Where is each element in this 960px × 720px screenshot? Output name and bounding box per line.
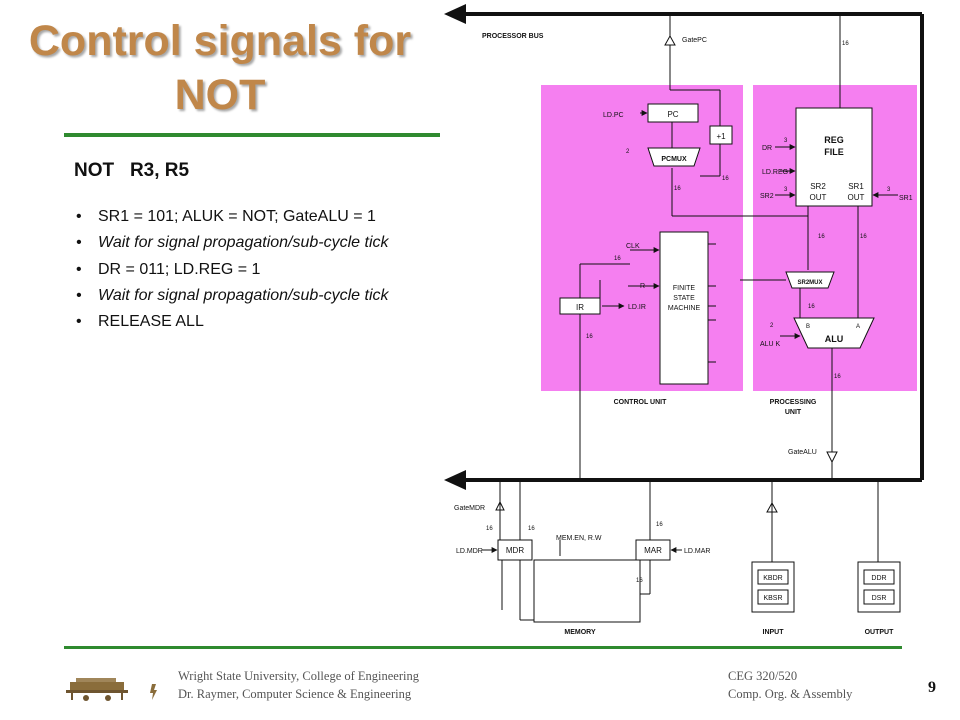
control-step-5: RELEASE ALL [76,309,389,336]
width-label-sr2mux: 16 [808,304,815,310]
ld-reg-label: LD.REG [762,169,788,176]
width-label-pcmux-a: 2 [626,149,630,155]
ir-label: IR [576,303,584,312]
width-label-pcmux-b: 16 [674,186,681,192]
kbdr-register [757,569,789,585]
pc-register-label: PC [667,110,678,119]
mdr-label: MDR [506,546,524,555]
title-rule [64,133,440,137]
width-label-mdr-b: 16 [528,526,535,532]
increment-label: +1 [716,132,726,141]
alu [793,317,875,349]
width-label-sr1: 3 [887,187,891,193]
width-label-bus: 16 [842,41,849,47]
control-step-3: DR = 011; LD.REG = 1 [76,257,389,284]
ld-pc-label: LD.PC [603,112,624,119]
kbdr-label: KBDR [763,575,782,582]
alu-label: ALU [825,334,844,344]
kbsr-label: KBSR [763,595,782,602]
sr2mux-label: SR2MUX [797,280,822,286]
width-label-dr: 3 [784,138,788,144]
register-file-label-1: REG [824,135,844,145]
footer-course: CEG 320/520 [728,669,798,683]
width-label-sr2-out: 16 [818,234,825,240]
control-unit-label: CONTROL UNIT [614,399,667,406]
sr2mux [785,271,835,289]
slide-title: Control signals for NOT [0,14,440,122]
fsm-label-3: MACHINE [668,305,701,312]
processing-unit-label-1: PROCESSING [770,399,817,406]
control-step-list: SR1 = 101; ALUK = NOT; GateALU = 1 Wait … [76,204,389,336]
alu-b-input-label: B [806,324,810,330]
footer-university: Wright State University, College of Engi… [178,669,419,683]
control-unit-region [541,85,743,391]
dsr-label: DSR [872,595,887,602]
aluk-label: ALU K [760,341,781,348]
ddr-label: DDR [871,575,886,582]
ddr-register [863,569,895,585]
fsm-label-2: STATE [673,295,695,302]
ld-ir-label: LD.IR [628,304,646,311]
instruction-heading: NOT R3, R5 [74,160,190,181]
mar-label: MAR [644,546,662,555]
sr2-out-label-2: OUT [810,193,827,202]
processor-bus-label: PROCESSOR BUS [482,33,544,40]
fsm-label-1: FINITE [673,285,695,292]
gate-mdr-label: GateMDR [454,505,485,512]
width-label-mdr-a: 16 [486,526,493,532]
sr2-label: SR2 [760,193,774,200]
university-logo [66,678,157,701]
memory-label: MEMORY [564,629,596,636]
width-label-memory: 16 [636,578,643,584]
control-step-4: Wait for signal propagation/sub-cycle ti… [76,283,389,310]
ld-mdr-label: LD.MDR [456,548,483,555]
pc-register [647,103,699,123]
control-step-1: SR1 = 101; ALUK = NOT; GateALU = 1 [76,204,389,231]
memory-box [533,559,641,623]
width-label-mar: 16 [656,522,663,528]
increment-box [709,125,733,145]
kbsr-register [757,589,789,605]
pcmux-label: PCMUX [661,156,687,163]
control-step-2: Wait for signal propagation/sub-cycle ti… [76,230,389,257]
slide-title-line-2: NOT [174,71,266,119]
processor-bus [444,4,924,490]
register-file [795,107,873,207]
width-label-alu: 16 [834,374,841,380]
alu-a-input-label: A [856,324,860,330]
output-label: OUTPUT [865,629,895,636]
dsr-register [863,589,895,605]
processing-unit-label-2: UNIT [785,409,802,416]
sr1-label: SR1 [899,195,913,202]
slide-title-line-1: Control signals for [28,17,412,65]
finite-state-machine [659,231,709,385]
footer-rule [64,646,902,649]
input-label: INPUT [763,629,785,636]
sr2-out-label-1: SR2 [810,182,826,191]
sr1-out-label-1: SR1 [848,182,864,191]
gate-pc-label: GatePC [682,37,707,44]
page-number: 9 [928,679,936,696]
mem-en-label: MEM.EN, R.W [556,535,602,542]
dr-label: DR [762,145,772,152]
instruction-register [559,297,601,315]
mdr-register [497,539,533,561]
sr1-out-label-2: OUT [848,193,865,202]
width-label-aluk: 2 [770,323,774,329]
footer-course-name: Comp. Org. & Assembly [728,687,853,701]
register-file-label-2: FILE [824,147,844,157]
mar-register [635,539,671,561]
pcmux [647,147,701,167]
width-label-pc-inc: 16 [722,176,729,182]
clk-label: CLK [626,243,640,250]
ld-mar-label: LD.MAR [684,548,710,555]
width-label-sr2: 3 [784,187,788,193]
width-label-sr1-out: 16 [860,234,867,240]
gate-alu-label: GateALU [788,449,817,456]
footer-department: Dr. Raymer, Computer Science & Engineeri… [178,687,412,701]
width-label-ir: 16 [586,334,593,340]
width-label-ir-bus: 16 [614,256,621,262]
